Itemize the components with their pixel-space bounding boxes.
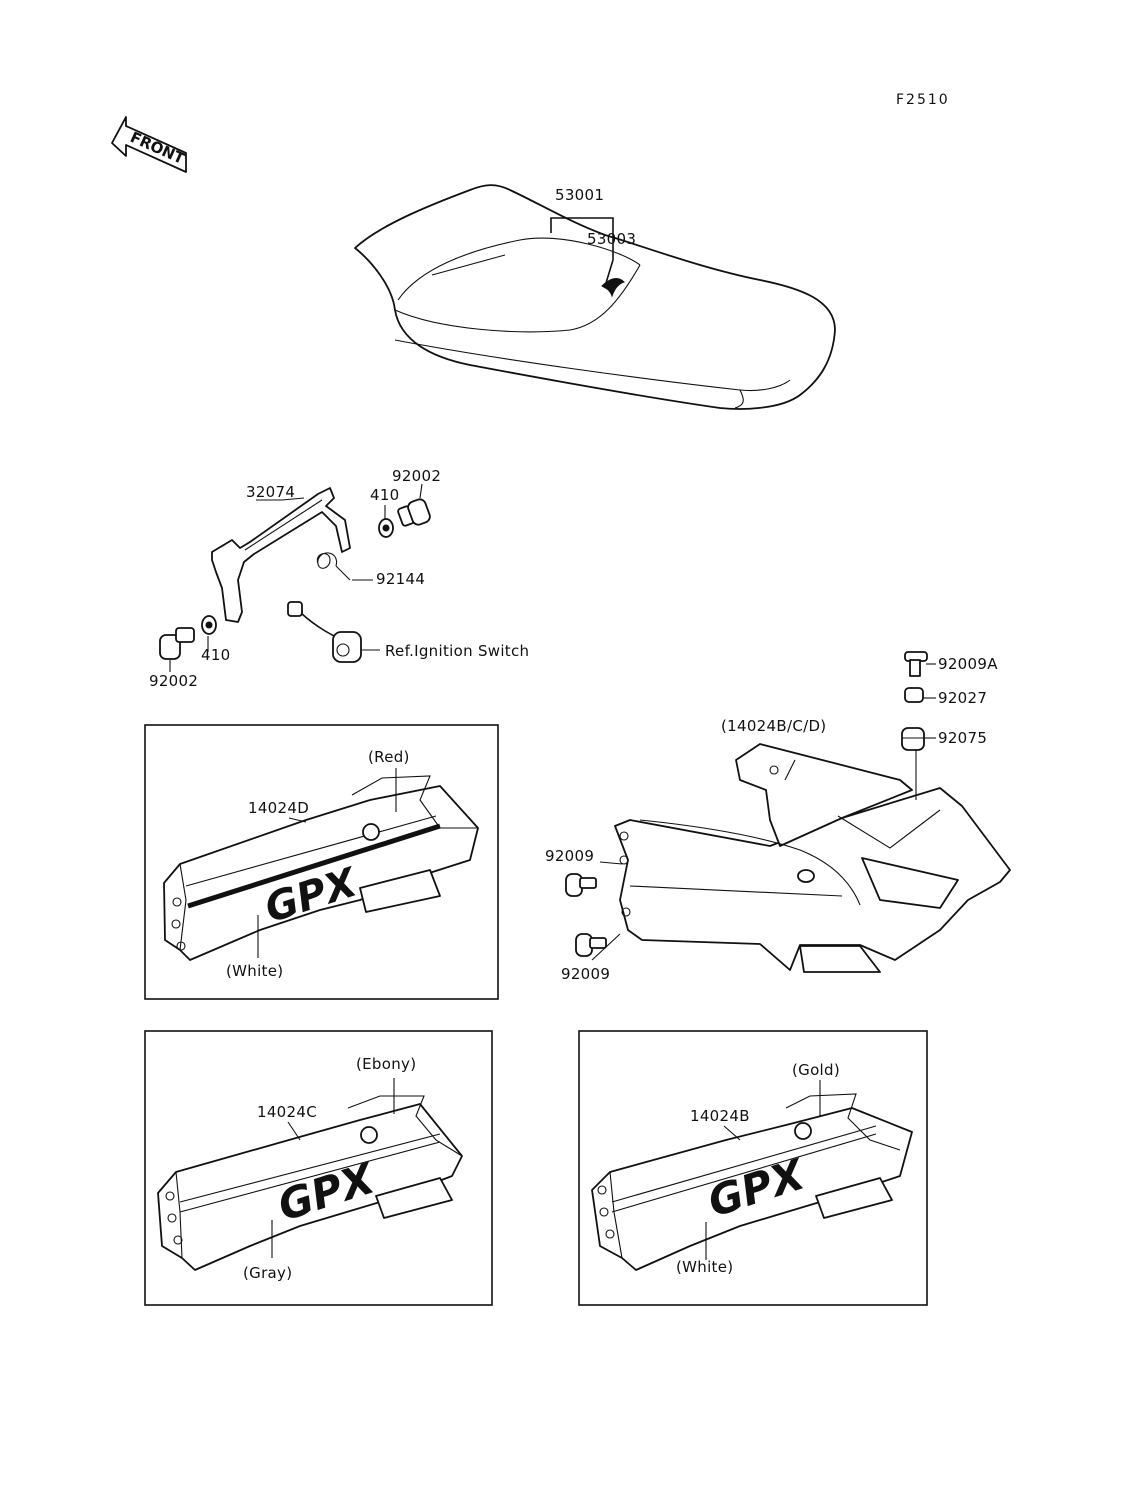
variant-2-stripe-color: (Ebony) (356, 1055, 416, 1073)
screw-92009-upper-icon (565, 873, 597, 897)
variant-1-part-label: 14024D (248, 799, 309, 817)
hinge-label-410-lower: 410 (201, 646, 231, 664)
variant-3-stripe-color: (Gold) (792, 1061, 840, 1079)
fastener-label-92075: 92075 (938, 729, 987, 747)
washer-410-lower (201, 615, 217, 635)
grommet-92075-icon (901, 727, 925, 751)
ignition-switch-ref-label: Ref.Ignition Switch (385, 642, 529, 660)
diagram-code: F2510 (896, 92, 950, 108)
fastener-label-92009A: 92009A (938, 655, 998, 673)
hinge-label-410-upper: 410 (370, 486, 400, 504)
fastener-label-92027: 92027 (938, 689, 987, 707)
washer-410-upper (378, 518, 394, 538)
screw-92009-lower-icon (575, 933, 607, 957)
variant-box-14024C: GPX (144, 1030, 493, 1306)
washer-92027-icon (904, 687, 924, 703)
tail-cover-label: (14024B/C/D) (721, 717, 826, 735)
variant-3-part-label: 14024B (690, 1107, 750, 1125)
svg-text:FRONT: FRONT (127, 128, 187, 168)
fastener-label-92009-upper: 92009 (545, 847, 594, 865)
bolt-92002-upper (397, 498, 431, 527)
hinge-label-92002-upper: 92002 (392, 467, 441, 485)
hinge-label-32074: 32074 (246, 483, 295, 501)
bolt-92002-lower (159, 627, 195, 660)
variant-3-body-color: (White) (676, 1258, 733, 1276)
variant-1-body-color: (White) (226, 962, 283, 980)
variant-2-body-color: (Gray) (243, 1264, 292, 1282)
ignition-switch-icon (287, 601, 362, 663)
variant-box-14024B: GPX (578, 1030, 928, 1306)
seat-illustration (354, 184, 836, 410)
screw-92009A-icon (904, 651, 928, 677)
seat-label-53003: 53003 (587, 230, 636, 248)
hinge-label-92144: 92144 (376, 570, 425, 588)
variant-box-14024D: GPX (144, 724, 499, 1000)
spring-92144 (316, 552, 351, 581)
hinge-label-92002-lower: 92002 (149, 672, 198, 690)
seat-label-53001: 53001 (555, 186, 604, 204)
tail-cover-illustration (614, 743, 1011, 973)
variant-1-stripe-color: (Red) (368, 748, 410, 766)
fastener-label-92009-lower: 92009 (561, 965, 610, 983)
variant-2-part-label: 14024C (257, 1103, 317, 1121)
front-arrow-icon: FRONT (111, 116, 188, 173)
seat-hinge-illustration (211, 487, 351, 623)
